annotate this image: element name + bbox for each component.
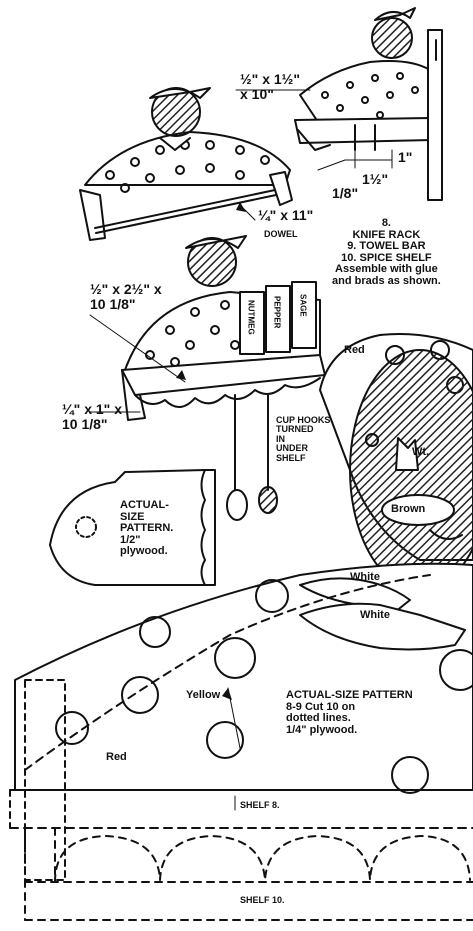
legend-text: 8. KNIFE RACK 9. TOWEL BAR 10. SPICE SHE… [332,217,441,287]
shelf-10-label: SHELF 10. [240,895,285,905]
dimension-arrows [176,202,246,700]
dowel-dimension: ¼" x 11" [258,207,314,223]
shelf-8-label: SHELF 8. [240,800,280,810]
eighth-inch-dimension: 1/8" [332,185,359,201]
brown-label: Brown [388,503,429,517]
small-pattern-outline [49,469,216,586]
wt-label: Wt. [412,446,430,458]
one-inch-dimension: 1" [398,149,413,165]
one-and-half-dimension: 1½" [362,171,389,187]
large-pattern-note: ACTUAL-SIZE PATTERN 8-9 Cut 10 on dotted… [286,689,413,736]
small-pattern-note: ACTUAL- SIZE PATTERN. 1/2" plywood. [120,499,174,558]
yellow-label: Yellow [186,689,221,701]
jar-label-nutmeg: NUTMEG [246,300,256,335]
knife-rack-dimension: ½" x 1½" x 10" [240,71,300,102]
white-label-2: White [360,609,390,621]
spice-shelf-illustration [89,235,326,521]
jar-label-sage: SAGE [298,294,308,317]
towel-bar-illustration [79,87,293,241]
red-label-bottom: Red [106,751,127,763]
dowel-label: DOWEL [264,229,298,239]
shelf-lip-dimension: ¼" x 1" x 10 1/8" [62,401,122,432]
shelf-10-pattern [24,827,473,921]
spice-shelf-dimension: ½" x 2½" x 10 1/8" [90,281,162,312]
large-face-pattern [319,333,473,591]
cup-hooks-label: CUP HOOKS TURNED IN UNDER SHELF [276,415,331,463]
large-shelf-pattern [9,562,473,881]
red-label-top: Red [344,344,365,356]
jar-label-pepper: PEPPER [272,296,282,329]
white-label-1: White [350,571,380,583]
knife-rack-illustration [235,7,443,201]
